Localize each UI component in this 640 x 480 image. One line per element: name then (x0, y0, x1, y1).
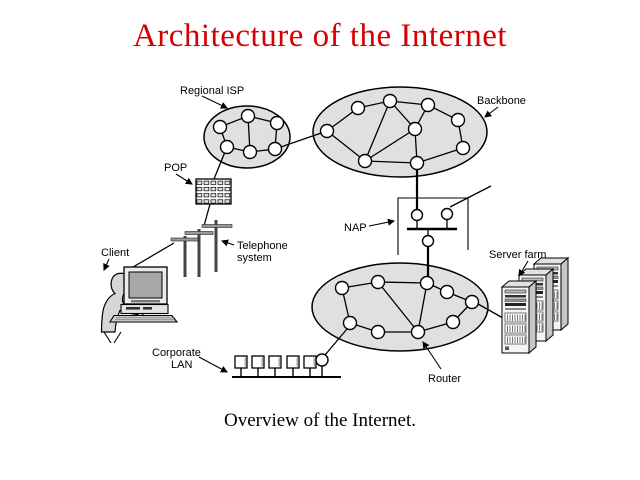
regional-router-node (269, 115, 285, 131)
nap-node (440, 207, 454, 221)
nap-label: NAP (344, 222, 367, 234)
corporate-lan (232, 353, 341, 378)
backbone-router-node (409, 155, 425, 171)
client-monitor (123, 266, 168, 305)
backbone-router-node (350, 100, 366, 116)
client-keyboard (109, 314, 179, 323)
server-farm (502, 258, 568, 353)
isp-router-node (342, 315, 358, 331)
isp-router-node (334, 280, 350, 296)
pop-equipment (195, 178, 232, 205)
backbone-cloud (312, 86, 488, 178)
lan-pc (251, 355, 265, 378)
lan-router-node (315, 353, 329, 367)
regional-router-node (242, 144, 258, 160)
nap-exchange (397, 185, 492, 255)
isp-router-node (464, 294, 480, 310)
regional-isp-network (212, 108, 285, 160)
client-system-unit (120, 303, 169, 315)
corporate-lan-label-2: LAN (171, 359, 192, 371)
client-workstation (100, 266, 179, 344)
nap-node (421, 234, 435, 248)
regional-router-node (212, 119, 228, 135)
backbone-label: Backbone (477, 95, 526, 107)
pop-label: POP (164, 162, 187, 174)
page-title: Architecture of the Internet (132, 18, 508, 54)
corporate-lan-label: Corporate (152, 347, 201, 359)
server-farm-label: Server farm (489, 249, 546, 261)
lower-isp-network (334, 274, 480, 340)
regional-router-node (267, 141, 283, 157)
backbone-router-node (319, 123, 335, 139)
isp-router-node (370, 324, 386, 340)
lan-pc (234, 355, 248, 378)
isp-router-node (439, 284, 455, 300)
backbone-router-node (450, 112, 466, 128)
network-links (127, 130, 504, 356)
router-node (410, 324, 426, 340)
lan-pc (286, 355, 300, 378)
callouts: Regional ISP Backbone POP Telephone syst… (101, 85, 546, 385)
regional-isp-label: Regional ISP (180, 85, 244, 97)
router-label: Router (428, 373, 461, 385)
lan-pc (268, 355, 282, 378)
regional-router-node (240, 108, 256, 124)
figure-caption: Overview of the Internet. (223, 410, 417, 431)
isp-router-node (419, 275, 435, 291)
telephone-poles (170, 220, 233, 277)
backbone-router-node (407, 121, 423, 137)
server-tower (502, 281, 536, 353)
isp-router-node (445, 314, 461, 330)
backbone-router-node (455, 140, 471, 156)
telephone-system-label: Telephone (237, 240, 288, 252)
backbone-router-node (357, 153, 373, 169)
telephone-system-label-2: system (237, 252, 272, 264)
backbone-router-node (420, 97, 436, 113)
lan-pc (303, 355, 317, 378)
backbone-router-node (382, 93, 398, 109)
nap-node (410, 208, 424, 222)
regional-router-node (219, 139, 235, 155)
lower-isp-cloud (311, 262, 489, 352)
client-label: Client (101, 247, 129, 259)
backbone-network (319, 93, 471, 171)
isp-router-node (370, 274, 386, 290)
